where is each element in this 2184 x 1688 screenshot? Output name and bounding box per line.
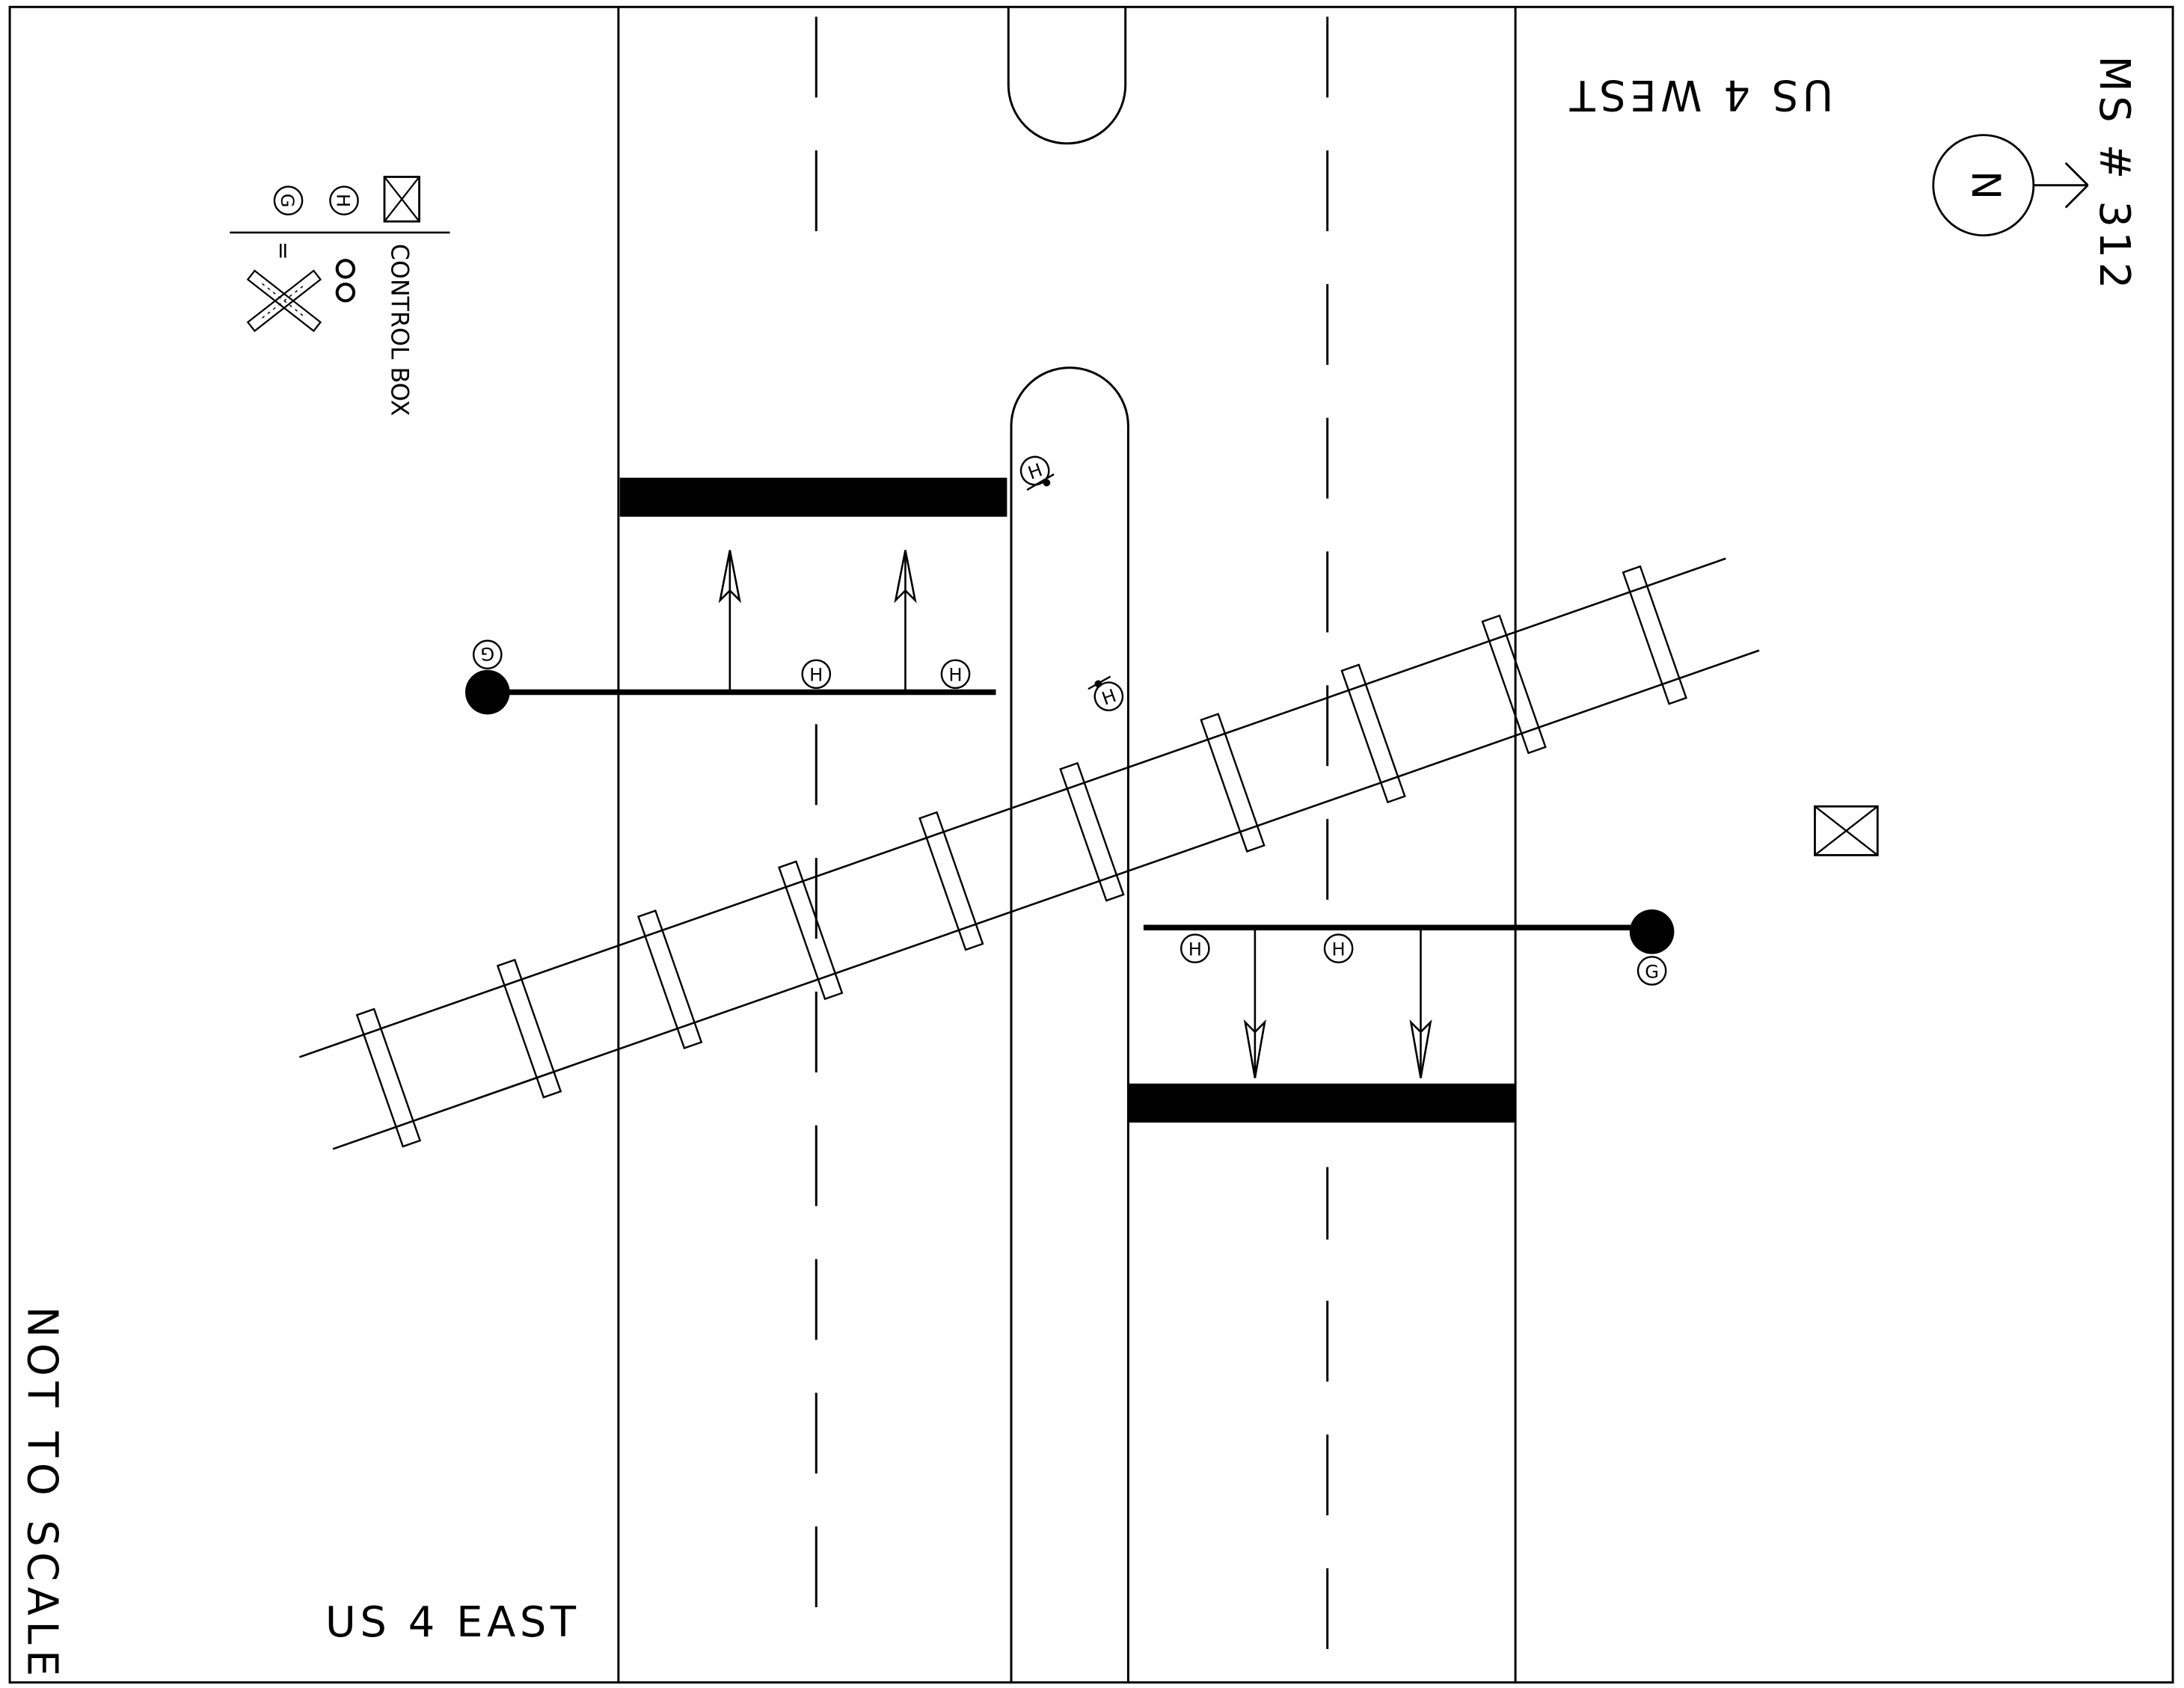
head-label-e2: H [1332, 939, 1346, 960]
median-island [1010, 366, 1129, 1683]
legend-signal-lights-icon [335, 259, 356, 303]
ms-number-label: MS # 312 [2090, 55, 2138, 292]
legend-control-box-label: CONTROL BOX [385, 244, 412, 416]
legend-equals: = [270, 242, 296, 260]
not-to-scale-label: NOT TO SCALE [17, 1307, 66, 1682]
us4-east-label: US 4 EAST [325, 1598, 580, 1647]
crossbuck-icon [246, 269, 322, 333]
head-label-w2: H [948, 665, 962, 686]
stop-bar-east [1128, 1083, 1516, 1123]
north-label: N [1963, 171, 2007, 200]
gate-label-east: G [1645, 961, 1659, 982]
drawing-border [8, 5, 2174, 1684]
railroad-tie [778, 860, 844, 1001]
gate-arm-east: G H H [1143, 909, 1675, 1078]
legend-control-box-icon [383, 176, 420, 223]
roadway [617, 7, 1517, 1683]
railroad-tie [1059, 761, 1125, 902]
stop-bar-west [619, 477, 1007, 517]
gate-arm-west: G H H [465, 550, 996, 715]
railroad-tie [355, 1007, 422, 1148]
head-label-w1: H [809, 665, 823, 686]
us4-west-label: US 4 WEST [1565, 70, 1833, 119]
gate-mast-west [465, 669, 510, 715]
railroad-track [298, 557, 1760, 1150]
svg-text:H: H [1099, 685, 1119, 710]
railroad-tie [1200, 713, 1266, 853]
legend-head-symbol: H [333, 194, 354, 207]
railroad-tie [1622, 565, 1687, 705]
gate-label-west: G [480, 643, 494, 664]
control-box-icon [1814, 805, 1879, 856]
median-head-south: H [1088, 675, 1124, 711]
railroad-tie [637, 909, 703, 1049]
median-head-north: H [1019, 455, 1055, 491]
legend: G H = CONTROL BOX [230, 176, 450, 416]
head-label-e1: H [1188, 939, 1202, 960]
railroad-tie [918, 811, 984, 951]
north-arrow-icon: N [1932, 134, 2089, 237]
median-top-end [1007, 7, 1127, 145]
railroad-tie [1481, 614, 1547, 755]
railroad-tie [496, 958, 562, 1099]
gate-mast-east [1629, 909, 1675, 954]
railroad-tie [1340, 663, 1406, 804]
legend-gate-symbol: G [277, 194, 298, 208]
